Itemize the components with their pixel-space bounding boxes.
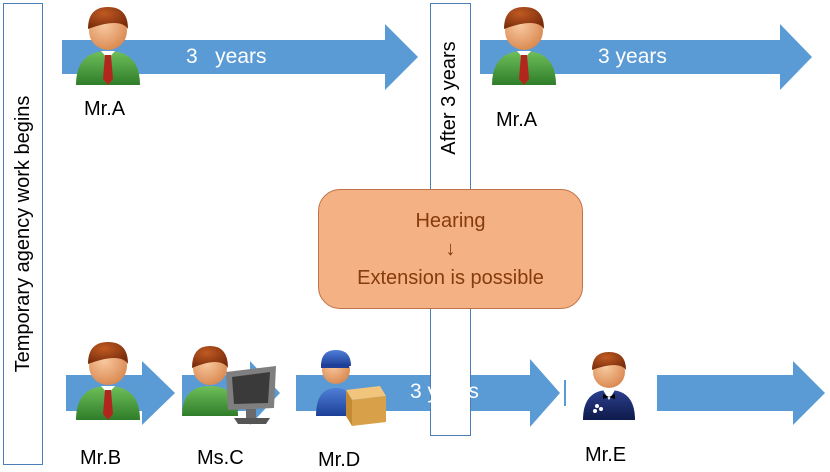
person-label-mr-a-left: Mr.A [84, 98, 126, 120]
person-label-mr-b: Mr.B [80, 447, 122, 469]
person-label-mr-e: Mr.E [585, 444, 627, 466]
person-label-ms-c: Ms.C [197, 447, 244, 469]
extension-label: Extension is possible [357, 267, 544, 289]
hearing-box: Hearing ↓ Extension is possible [318, 189, 583, 309]
bottom-arrow-label: 3 years [410, 380, 479, 403]
arrow-top-left [62, 24, 418, 90]
person-ms-c-computer-icon [182, 346, 276, 424]
person-label-mr-a-right: Mr.A [496, 109, 538, 131]
down-arrow-icon: ↓ [445, 238, 456, 260]
arrow-top-right [480, 24, 812, 90]
work-begins-label: Temporary agency work begins [12, 95, 34, 373]
person-mr-b-icon [76, 342, 140, 420]
arrow-bottom-e [564, 380, 566, 406]
person-mr-a-right-icon [492, 7, 556, 85]
person-label-mr-d: Mr.D [318, 449, 361, 471]
arrow-bottom-end [657, 361, 825, 425]
person-mr-d-delivery-icon [316, 350, 386, 426]
top-right-arrow-label: 3 years [598, 45, 667, 68]
after-3-years-label: After 3 years [438, 41, 460, 155]
top-left-arrow-label: 3 years [186, 45, 267, 68]
work-begins-box [3, 3, 43, 465]
hearing-label: Hearing [415, 210, 486, 232]
person-mr-a-left-icon [76, 7, 140, 85]
person-mr-e-waiter-icon [583, 352, 635, 420]
